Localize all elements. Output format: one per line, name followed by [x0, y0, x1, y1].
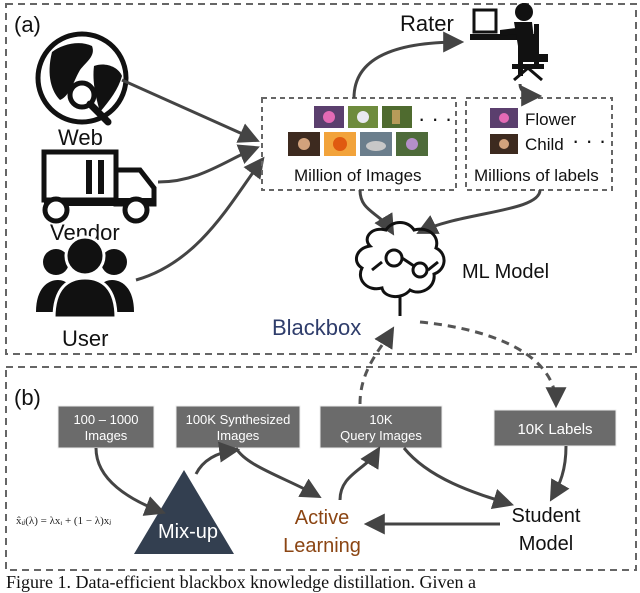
arrow-synth-to-active — [234, 447, 322, 499]
panel-a-frame — [5, 3, 637, 355]
brain-icon — [354, 221, 446, 316]
globe-icon — [35, 31, 129, 126]
student-model-line1: Student — [512, 505, 581, 527]
synth-images-line1: 100K Synthesized — [186, 412, 291, 427]
synth-images-box — [175, 405, 301, 449]
arrow-user-to-images — [135, 156, 265, 282]
panel-a-label: (a) — [14, 12, 41, 37]
seed-images-line1: 100 – 1000 — [73, 412, 138, 427]
rater-label: Rater — [400, 11, 454, 36]
query-images-box — [319, 405, 443, 449]
query-images-line1: 10K — [369, 412, 392, 427]
ml-model-label: ML Model — [462, 261, 549, 283]
active-learning-line2: Learning — [283, 535, 361, 557]
seed-images-line2: Images — [85, 428, 128, 443]
image-thumbnails — [288, 106, 428, 156]
labels-caption: Millions of labels — [474, 166, 599, 185]
active-learning-line1: Active — [295, 507, 349, 529]
source-user: User — [62, 326, 108, 351]
images-ellipsis: · · · — [418, 106, 452, 131]
labels-10k-box — [493, 409, 617, 447]
arrow-labels-to-model — [416, 189, 542, 234]
panel-b-label: (b) — [14, 385, 41, 410]
arrow-vendor-to-images — [157, 144, 260, 184]
seed-images-box — [57, 405, 155, 449]
arrow-labels-to-student — [549, 445, 570, 502]
rater-icon — [470, 3, 548, 82]
arrow-images-to-model — [358, 189, 395, 236]
label-thumbnails — [490, 108, 518, 154]
arrow-query-to-model — [358, 326, 395, 405]
truck-icon — [41, 149, 157, 224]
arrow-seed-to-mixup — [94, 447, 166, 516]
arrow-rater-to-labels — [518, 83, 543, 107]
arrow-mixup-to-synth — [194, 441, 241, 475]
label-child: Child — [525, 135, 564, 154]
images-caption: Million of Images — [294, 166, 422, 185]
arrow-web-to-images — [121, 78, 260, 143]
panel-b-frame — [5, 366, 637, 571]
labels-10k-text: 10K Labels — [517, 421, 592, 438]
student-model-line2: Model — [519, 533, 573, 555]
arrow-query-to-student — [402, 447, 515, 510]
source-web: Web — [58, 125, 103, 150]
synth-images-line2: Images — [217, 428, 260, 443]
mixup-formula: x̂ᵢⱼ(λ) = λxᵢ + (1 − λ)xⱼ — [16, 515, 111, 527]
blackbox-label: Blackbox — [272, 315, 361, 340]
mixup-label: Mix-up — [158, 521, 218, 543]
label-flower: Flower — [525, 110, 576, 129]
arrow-active-to-query — [338, 446, 381, 501]
arrow-images-to-rater — [352, 31, 465, 99]
users-icon — [36, 235, 134, 320]
figure-caption: Figure 1. Data-efficient blackbox knowle… — [6, 572, 477, 592]
labels-ellipsis: · · · — [572, 128, 606, 153]
arrow-model-to-labels — [419, 320, 567, 409]
mixup-triangle — [134, 470, 234, 554]
query-images-line2: Query Images — [340, 428, 422, 443]
